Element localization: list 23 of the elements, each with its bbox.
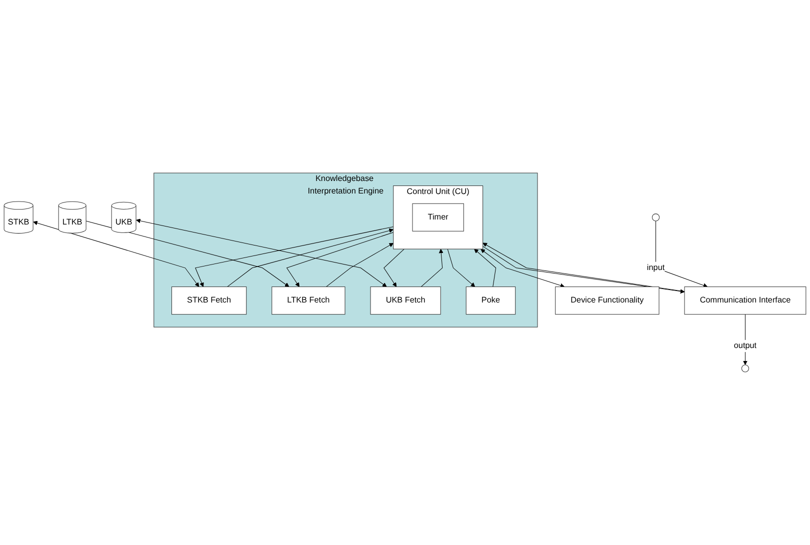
- node-box: Communication Interface: [684, 286, 806, 315]
- arrow: [384, 248, 404, 287]
- edge-label: output: [734, 341, 757, 350]
- node-box: Timer: [412, 203, 464, 232]
- node-box: LTKB Fetch: [272, 286, 346, 315]
- node-box: Poke: [466, 286, 516, 315]
- arrow: [33, 220, 200, 287]
- node-box: STKB Fetch: [171, 286, 247, 315]
- arrow: [136, 218, 387, 287]
- arrow: [447, 248, 476, 287]
- arrow: [326, 242, 394, 288]
- arrow: [195, 226, 394, 287]
- arrow: [742, 314, 748, 366]
- arrow: [480, 248, 565, 288]
- arrow: [227, 228, 394, 288]
- arrow: [656, 220, 708, 288]
- node-box: Device Functionality: [555, 286, 660, 315]
- arrow: [420, 248, 444, 288]
- arrow: [474, 248, 496, 288]
- arrow: [86, 220, 290, 287]
- edge-label: input: [646, 263, 665, 272]
- node-box: UKB Fetch: [370, 286, 441, 315]
- arrow: [286, 232, 394, 287]
